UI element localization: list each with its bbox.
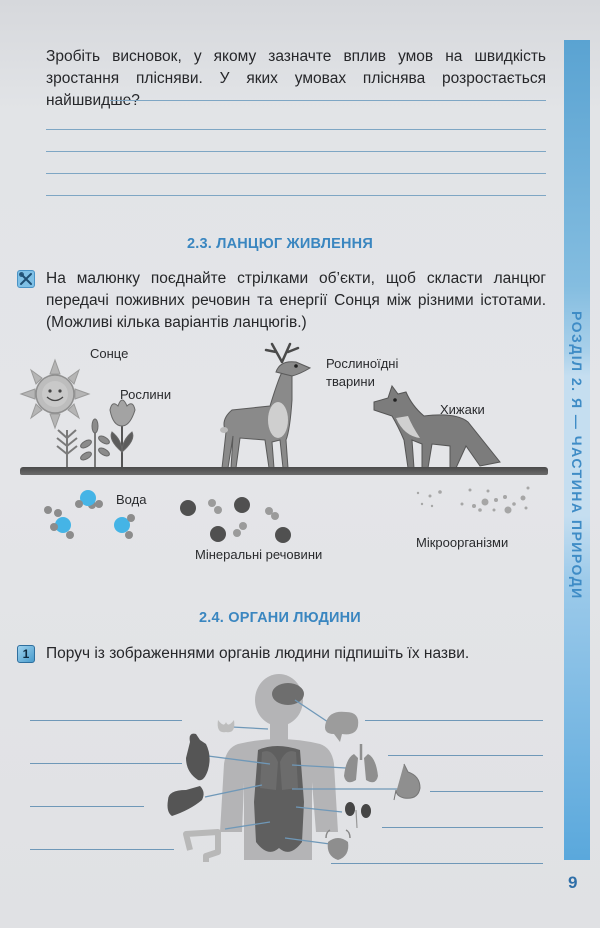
organ-answer-left-4[interactable] xyxy=(30,849,174,850)
answer-line-3[interactable] xyxy=(46,151,546,152)
organ-answer-right-5[interactable] xyxy=(331,863,543,864)
food-chain-instruction: На малюнку поєднайте стрілками об’єкти, … xyxy=(46,270,546,331)
human-organs-illustration xyxy=(167,674,421,862)
large-intestine-icon xyxy=(183,829,221,862)
organ-answer-left-2[interactable] xyxy=(30,763,182,764)
organ-answer-right-4[interactable] xyxy=(382,827,543,828)
sun-icon xyxy=(19,358,91,430)
thyroid-icon xyxy=(217,720,235,733)
task-number-icon: 1 xyxy=(17,645,35,663)
label-sun: Сонце xyxy=(90,346,129,361)
brain-in-head-icon xyxy=(272,683,304,705)
chapter-side-title-text: РОЗДІЛ 2. Я — ЧАСТИНА ПРИРОДИ xyxy=(569,310,585,600)
ground-strip xyxy=(20,467,548,475)
label-herbivores-1: Рослиноїдні xyxy=(326,356,399,371)
fox-icon xyxy=(373,384,501,469)
chapter-side-title: РОЗДІЛ 2. Я — ЧАСТИНА ПРИРОДИ xyxy=(564,300,590,610)
answer-line-5[interactable] xyxy=(46,195,546,196)
lungs-icon xyxy=(344,744,378,783)
internal-organs-icon xyxy=(254,746,304,852)
section-title-food-chain: 2.3. ЛАНЦЮГ ЖИВЛЕННЯ xyxy=(187,236,373,252)
organ-answer-left-1[interactable] xyxy=(30,720,182,721)
organ-answer-right-2[interactable] xyxy=(388,755,543,756)
heart-icon xyxy=(186,733,210,781)
answer-line-4[interactable] xyxy=(46,173,546,174)
organs-instruction: Поруч із зображеннями органів людини під… xyxy=(46,645,470,662)
water-molecules-icon xyxy=(44,490,135,539)
section-title-organs: 2.4. ОРГАНИ ЛЮДИНИ xyxy=(199,610,361,626)
chapter-side-bar xyxy=(564,40,590,860)
organ-answer-right-1[interactable] xyxy=(365,720,543,721)
label-minerals: Мінеральні речовини xyxy=(195,547,323,562)
deer-icon xyxy=(220,342,312,469)
bladder-icon xyxy=(325,829,351,860)
label-microorganisms: Мікроорганізми xyxy=(416,535,509,550)
label-herbivores-2: тварини xyxy=(326,374,375,389)
label-water: Вода xyxy=(116,492,147,507)
brain-icon xyxy=(325,711,359,742)
organ-answer-left-3[interactable] xyxy=(30,806,144,807)
microorganisms-icon xyxy=(416,486,530,514)
organ-answer-right-3[interactable] xyxy=(430,791,543,792)
mineral-molecules-icon xyxy=(180,497,291,543)
tools-icon xyxy=(17,270,35,288)
label-plants: Рослини xyxy=(120,387,172,402)
plants-icon xyxy=(56,399,136,468)
task-number: 1 xyxy=(22,647,30,661)
stomach-icon xyxy=(393,763,421,801)
food-chain-illustration xyxy=(19,342,501,469)
answer-line-1[interactable] xyxy=(110,100,546,101)
conclusion-task-text: Зробіть висновок, у якому зазначте вплив… xyxy=(46,48,546,109)
label-predators: Хижаки xyxy=(440,402,485,417)
kidneys-icon xyxy=(345,802,371,829)
liver-icon xyxy=(167,786,204,816)
answer-line-2[interactable] xyxy=(46,129,546,130)
page-number: 9 xyxy=(568,873,578,892)
substances-illustration xyxy=(44,486,530,543)
